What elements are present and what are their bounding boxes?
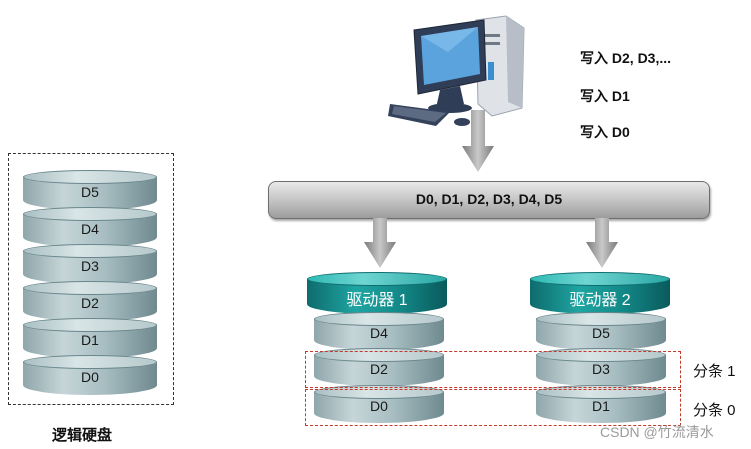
- desktop-computer-icon: [388, 15, 525, 126]
- block-label: D0: [81, 369, 99, 385]
- stripe-1-box: [305, 351, 681, 388]
- write-label-d1: 写入 D1: [580, 88, 630, 104]
- stripe-0-label: 分条 0: [693, 402, 736, 419]
- stripe-1-label: 分条 1: [693, 363, 736, 380]
- down-arrow-icon: [364, 218, 396, 268]
- logical-block: D1: [23, 318, 157, 358]
- data-bus-bar: D0, D1, D2, D3, D4, D5: [268, 181, 710, 219]
- write-label-d0: 写入 D0: [580, 124, 630, 140]
- logical-block: D2: [23, 281, 157, 321]
- logical-disk-box: [8, 153, 174, 405]
- drive-2-header: 驱动器 2: [530, 272, 670, 314]
- block-label: D1: [81, 332, 99, 348]
- logical-block: D0: [23, 355, 157, 395]
- drive-1-title: 驱动器 1: [346, 292, 408, 309]
- bus-label: D0, D1, D2, D3, D4, D5: [415, 191, 563, 207]
- drive-2-block: D5: [536, 312, 666, 350]
- drive-1-block: D0: [314, 385, 444, 423]
- block-label: D0: [370, 398, 388, 414]
- watermark-text: CSDN @竹流清水: [600, 424, 714, 440]
- drive-1-block: D4: [314, 312, 444, 350]
- block-label: D2: [370, 361, 388, 377]
- block-label: D1: [592, 398, 610, 414]
- logical-block: D4: [23, 207, 157, 247]
- drive-2-title: 驱动器 2: [569, 292, 631, 309]
- block-label: D5: [81, 184, 99, 200]
- down-arrow-icon: [586, 218, 618, 268]
- down-arrow-icon: [462, 110, 494, 172]
- block-label: D3: [592, 361, 610, 377]
- block-label: D2: [81, 295, 99, 311]
- block-label: D5: [592, 325, 610, 341]
- block-label: D4: [370, 325, 388, 341]
- drive-2-block: D1: [536, 385, 666, 423]
- logical-block: D5: [23, 170, 157, 210]
- logical-block: D3: [23, 244, 157, 284]
- block-label: D4: [81, 221, 99, 237]
- write-label-d2-d3: 写入 D2, D3,...: [580, 50, 672, 66]
- block-label: D3: [81, 258, 99, 274]
- logical-disk-caption: 逻辑硬盘: [52, 427, 113, 444]
- drive-1-header: 驱动器 1: [307, 272, 447, 314]
- stripe-0-box: [305, 389, 681, 426]
